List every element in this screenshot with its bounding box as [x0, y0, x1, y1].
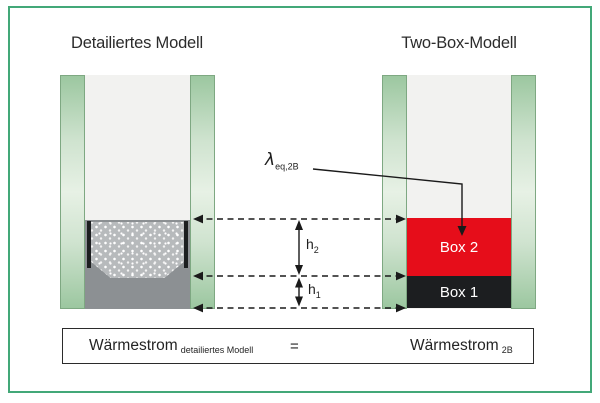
glass-pane-twobox-right [511, 75, 536, 309]
granulate-fill [91, 222, 184, 278]
box2-region: Box 2 [407, 218, 511, 276]
spacer-bar-left [87, 221, 91, 268]
glass-pane-twobox-left [382, 75, 407, 309]
title-detailed-model: Detailiertes Modell [71, 34, 203, 52]
equation-left-main: Wärmestrom [89, 337, 178, 354]
equation-left-subscript: detailiertes Modell [180, 345, 254, 355]
equation-box: Wärmestrom detailiertes Modell = Wärmest… [62, 328, 534, 364]
box2-label: Box 2 [439, 238, 479, 256]
spacer-bar-right [184, 221, 188, 268]
equation-right-subscript: 2B [501, 345, 513, 355]
glass-pane-detailed-right [190, 75, 215, 309]
h1-label: h1 [308, 281, 321, 300]
box1-region: Box 1 [407, 276, 511, 308]
box1-label: Box 1 [439, 283, 479, 301]
figure-border [8, 6, 592, 393]
glass-pane-detailed-left [60, 75, 85, 309]
title-two-box-model: Two-Box-Modell [401, 34, 517, 52]
equation-right-main: Wärmestrom [410, 337, 499, 354]
h2-label: h2 [306, 236, 319, 255]
equals-sign: = [290, 337, 299, 355]
lambda-eq-2b-label: λeq,2B [265, 150, 299, 172]
equation-right-term: Wärmestrom 2B [410, 329, 513, 363]
equation-left-term: Wärmestrom detailiertes Modell [89, 329, 253, 363]
